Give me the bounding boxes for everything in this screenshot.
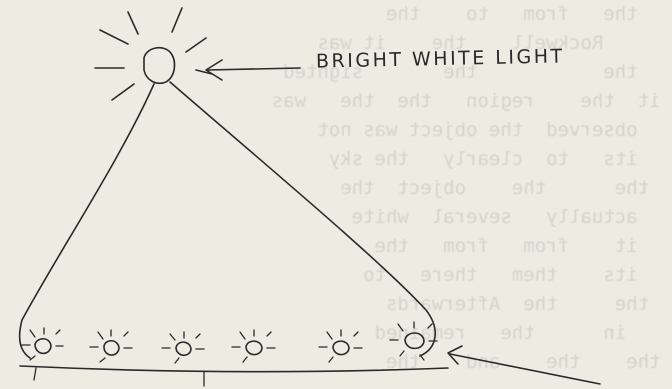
small-light-3 bbox=[175, 341, 192, 357]
small-light-2 bbox=[103, 339, 120, 356]
small-light-4 bbox=[245, 340, 263, 356]
light-rays bbox=[94, 7, 213, 101]
small-lights-row bbox=[34, 332, 425, 357]
small-light-5 bbox=[332, 340, 350, 356]
bottom-edge bbox=[19, 365, 449, 373]
bright-light-circle bbox=[143, 46, 176, 85]
small-light-6 bbox=[404, 332, 425, 350]
bottom-arrow bbox=[447, 345, 601, 385]
triangle-outline bbox=[18, 81, 436, 359]
small-light-1 bbox=[34, 337, 52, 355]
bottom-marks bbox=[33, 367, 205, 387]
small-light-rays bbox=[21, 321, 438, 364]
label-arrow bbox=[205, 59, 301, 81]
